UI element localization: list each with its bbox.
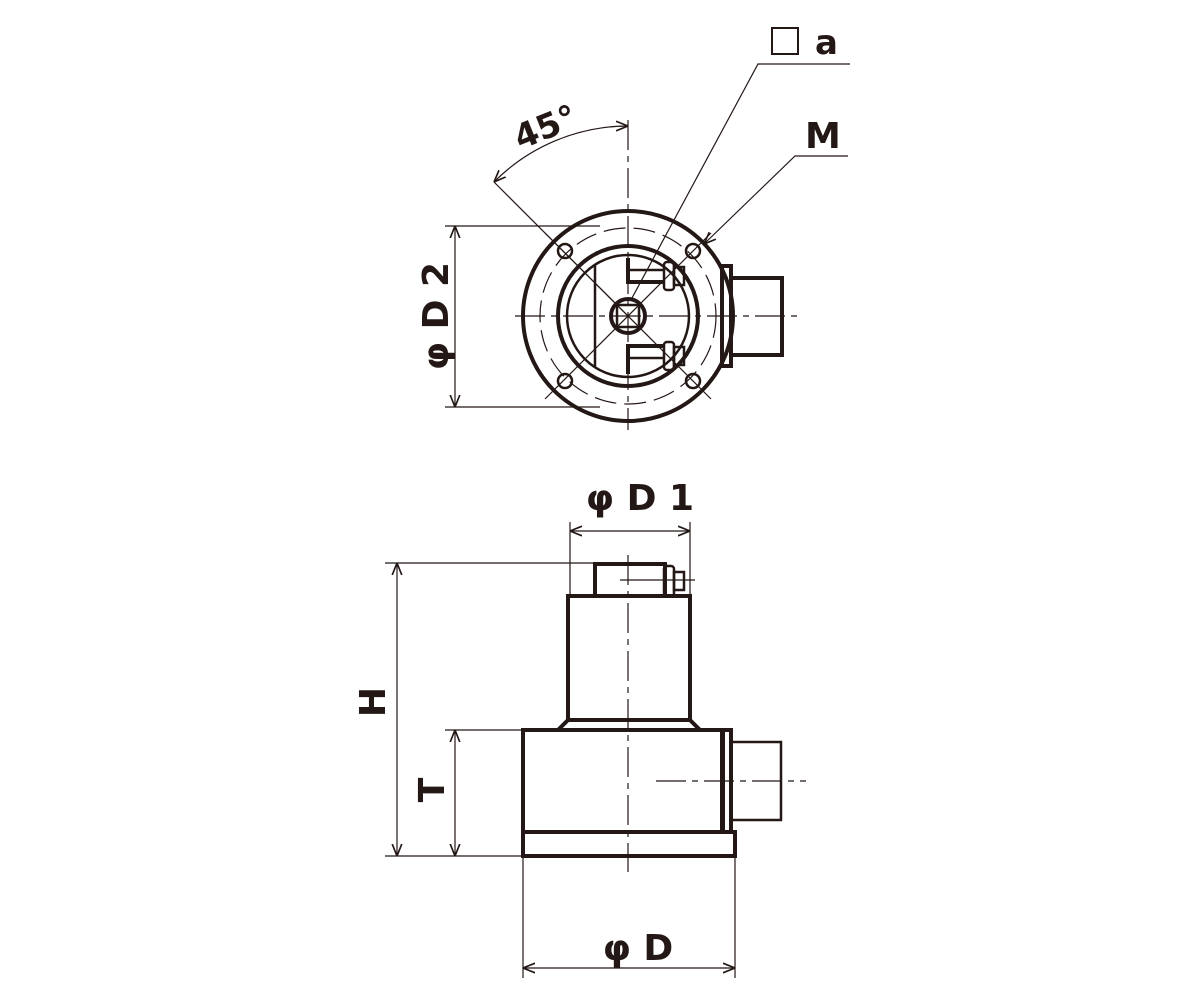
ring-inner bbox=[565, 253, 691, 379]
label-h: H bbox=[353, 687, 394, 717]
bolt-hole bbox=[684, 242, 702, 260]
base-flange bbox=[521, 830, 737, 858]
shaft-circle bbox=[609, 297, 647, 335]
upper-cylinder bbox=[553, 594, 705, 732]
label-phi-d1: φ D 1 bbox=[586, 478, 694, 519]
side-port bbox=[729, 276, 784, 357]
label-square-a: a bbox=[815, 23, 838, 63]
label-m: M bbox=[805, 116, 841, 157]
top-view: a M 45° φ D 2 bbox=[416, 23, 850, 430]
square-symbol-icon bbox=[771, 27, 799, 55]
bolt-hole bbox=[556, 242, 574, 260]
leader-square-a bbox=[631, 63, 850, 299]
ring-outer bbox=[556, 244, 700, 388]
bolt-circle bbox=[539, 227, 717, 405]
clamp-upper bbox=[626, 258, 686, 292]
label-t: T bbox=[412, 777, 453, 802]
clamp-lower bbox=[626, 340, 686, 374]
angle-arc bbox=[494, 126, 628, 182]
square-drive bbox=[615, 303, 641, 329]
label-angle: 45° bbox=[508, 97, 583, 158]
bolt-hole bbox=[684, 372, 702, 390]
side-port bbox=[729, 740, 783, 822]
side-view: φ D 1 H T φ D bbox=[353, 478, 806, 978]
angle-ref-line bbox=[493, 181, 629, 317]
label-phi-d: φ D bbox=[603, 928, 674, 969]
bolt-holes bbox=[556, 242, 702, 390]
bolt-hole bbox=[556, 372, 574, 390]
label-phi-d2: φ D 2 bbox=[416, 262, 457, 370]
leader-m bbox=[704, 155, 848, 244]
